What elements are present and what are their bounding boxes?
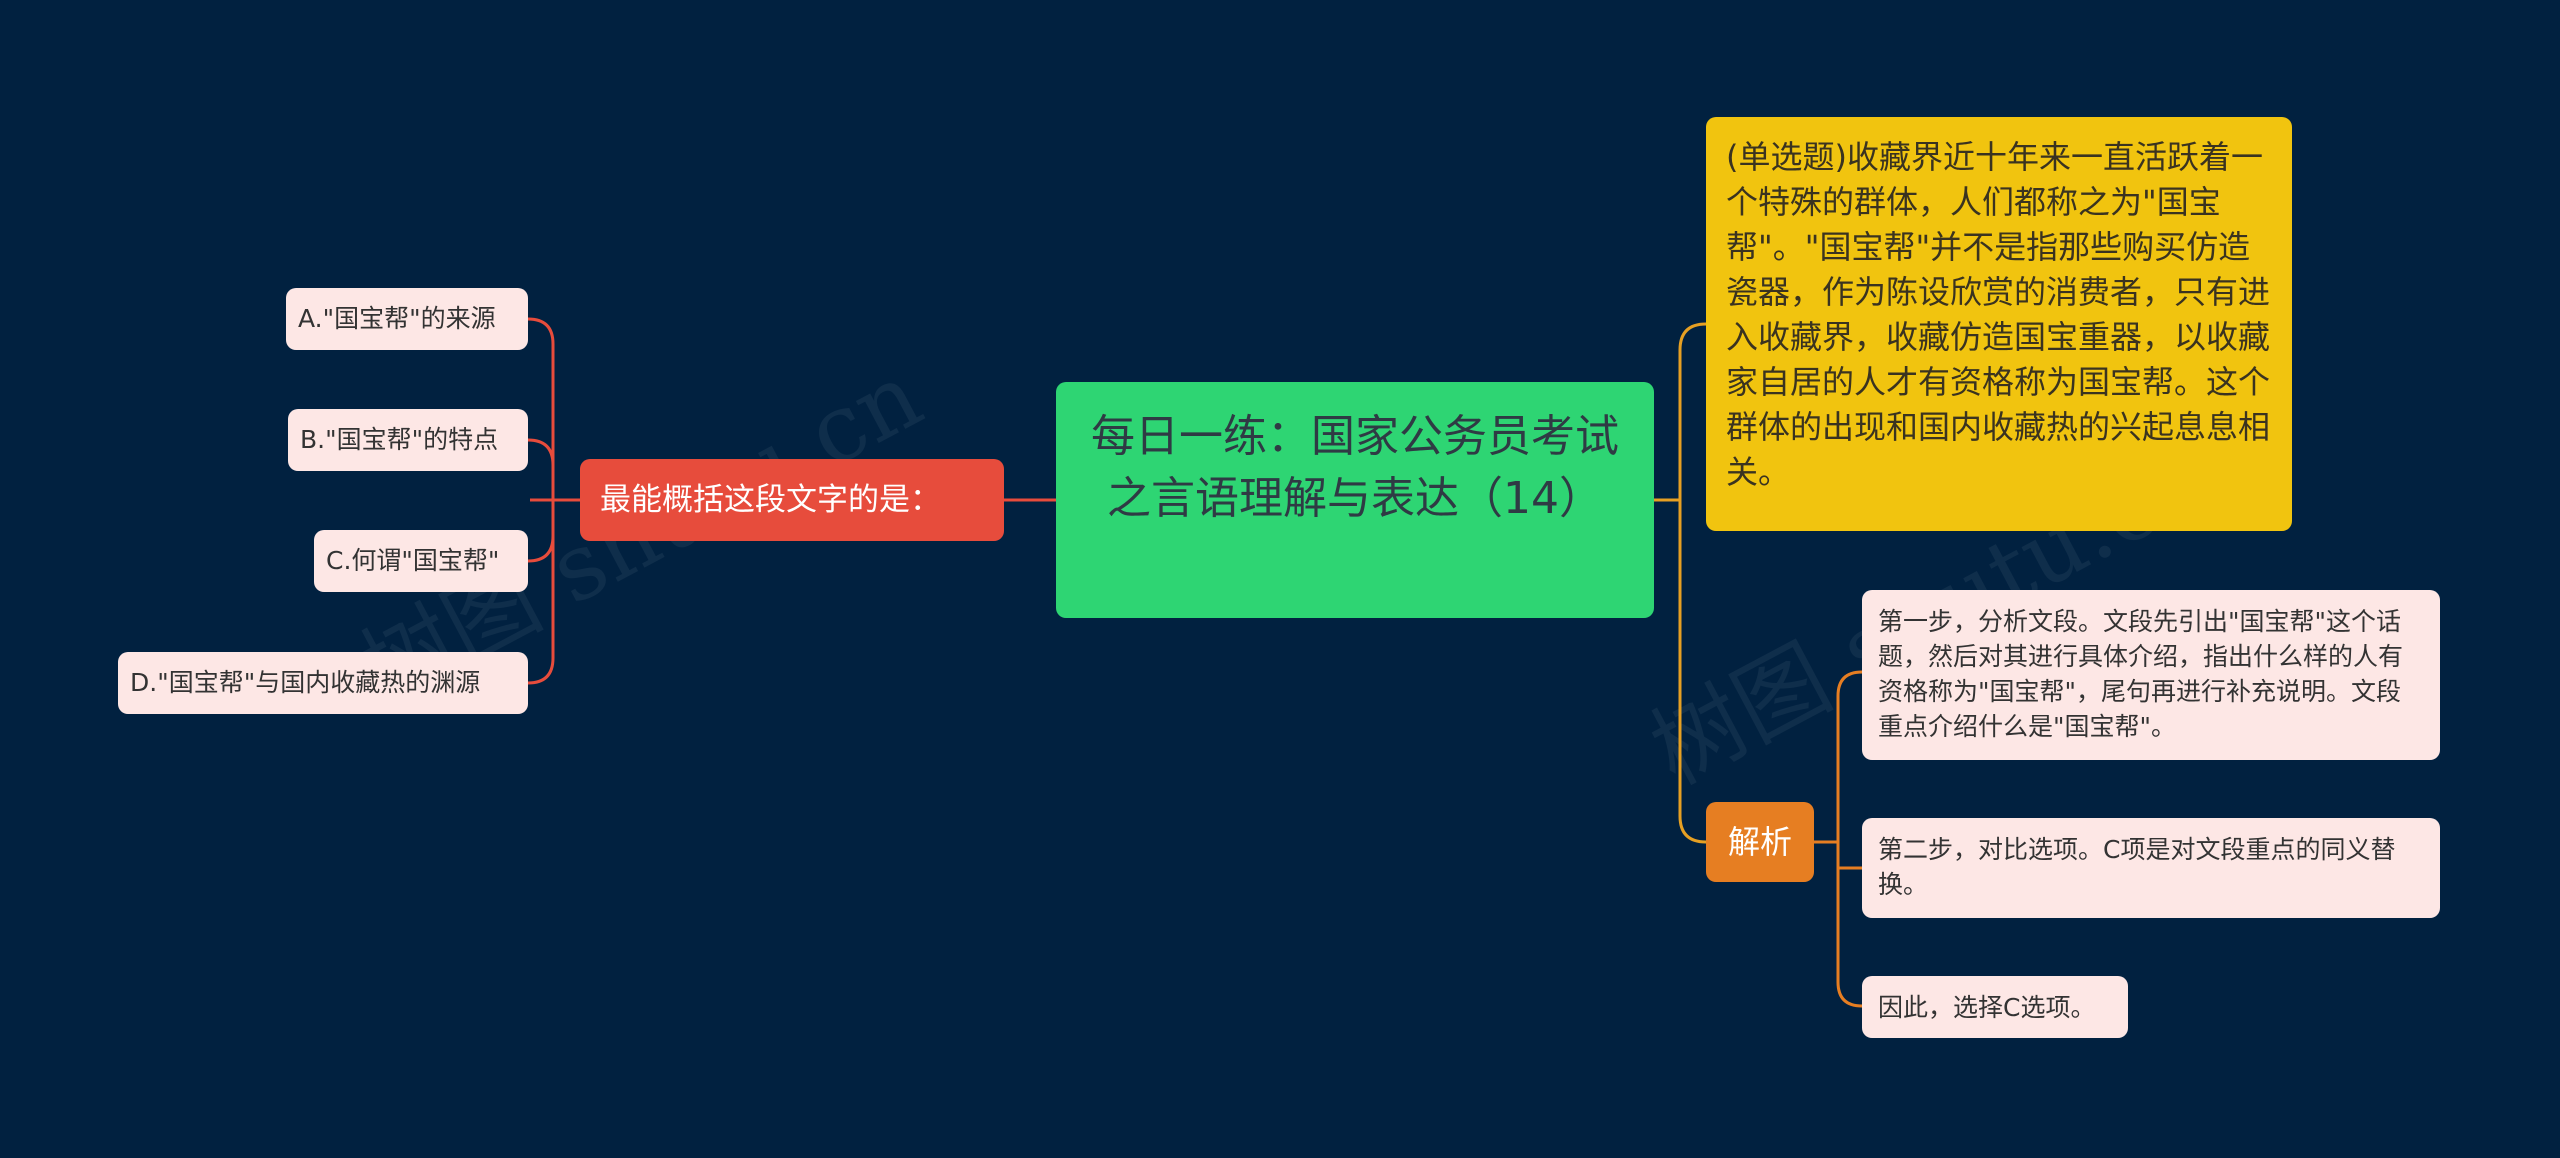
option-b[interactable]: B."国宝帮"的特点 bbox=[288, 409, 528, 471]
link-option-b bbox=[527, 438, 555, 466]
root-topic[interactable]: 每日一练：国家公务员考试之言语理解与表达（14） bbox=[1056, 382, 1654, 618]
option-c[interactable]: C.何谓"国宝帮" bbox=[314, 530, 528, 592]
option-d[interactable]: D."国宝帮"与国内收藏热的渊源 bbox=[118, 652, 528, 714]
question-stem[interactable]: (单选题)收藏界近十年来一直活跃着一个特殊的群体，人们都称之为"国宝帮"。"国宝… bbox=[1706, 117, 2292, 531]
option-a[interactable]: A."国宝帮"的来源 bbox=[286, 288, 528, 350]
question-prompt[interactable]: 最能概括这段文字的是： bbox=[580, 459, 1004, 541]
analysis-label[interactable]: 解析 bbox=[1706, 802, 1814, 882]
analysis-step-3[interactable]: 因此，选择C选项。 bbox=[1862, 976, 2128, 1038]
analysis-step-1[interactable]: 第一步，分析文段。文段先引出"国宝帮"这个话题，然后对其进行具体介绍，指出什么样… bbox=[1862, 590, 2440, 760]
analysis-step-2[interactable]: 第二步，对比选项。C项是对文段重点的同义替换。 bbox=[1862, 818, 2440, 918]
